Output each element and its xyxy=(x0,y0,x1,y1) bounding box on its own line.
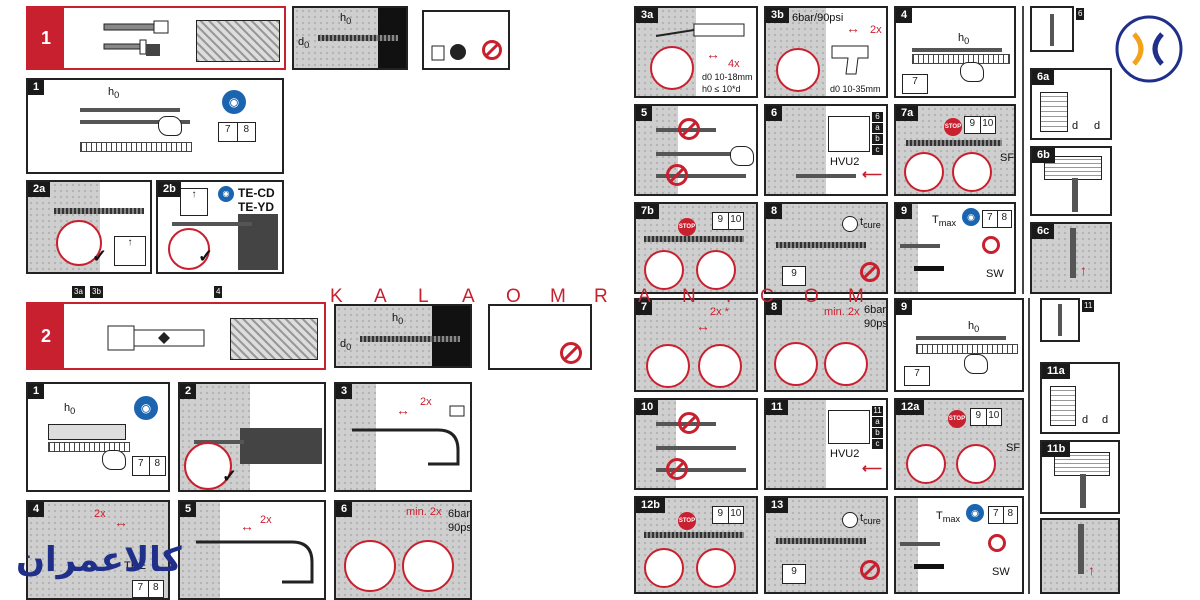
step-3a-box: 3a ↔ 4x d0 10-18mm h0 ≤ 10*d xyxy=(634,6,758,98)
stop-sign-icon: STOP xyxy=(944,118,962,136)
s2-step-6-box: 6 min. 2x 6bar/ 90psi xyxy=(334,500,472,600)
watermark: K A L A O M R A N . C O M xyxy=(330,286,864,307)
step-3b-box: 3b 6bar/90psi ↔ 2x d0 10-35mm xyxy=(764,6,888,98)
step-11a-box: 11a d d xyxy=(1040,362,1120,434)
masonry-icon xyxy=(196,20,280,62)
section-1-header: 1 xyxy=(26,6,286,70)
brand-watermark: کالاعمران xyxy=(16,540,182,580)
section-2-header: 2 xyxy=(26,302,326,370)
step-6c-box: 6c ↑ xyxy=(1030,222,1112,294)
warning-diagram-2 xyxy=(488,304,592,370)
step-6b-box: 6b xyxy=(1030,146,1112,216)
section-number: 2 xyxy=(28,304,64,368)
diamond-core-bit-icon xyxy=(107,325,205,351)
step-5-box: 5 xyxy=(634,104,758,196)
step-6a-box: 6a d d xyxy=(1030,68,1112,140)
section-number: 1 xyxy=(28,8,64,68)
q-step-8-box: 8 min. 2x 6bar/ 90psi xyxy=(764,298,888,392)
masonry-icon xyxy=(230,318,318,360)
step-side-11-box xyxy=(1040,298,1080,342)
step-2b-box: 2b ↑ ◉ TE-CD TE-YD ✓ xyxy=(156,180,284,274)
torque-wrench-icon xyxy=(982,236,1000,254)
manual-book-icon: ◉ xyxy=(222,90,246,114)
q-step-13-box: 13 tcure 9 xyxy=(764,496,888,594)
faucet-icon xyxy=(352,405,465,466)
q-step-7-box: 7 2x * ↔ xyxy=(634,298,758,392)
info-icon: ◉ xyxy=(218,186,234,202)
q-step-9-box: 9 h0 7 xyxy=(894,298,1024,392)
step-side-6-box xyxy=(1030,6,1074,52)
step-2a-box: 2a ✓ ↑ xyxy=(26,180,152,274)
anchor-diagram-1: h0 d0 xyxy=(292,6,408,70)
s2-step-3-box: 3 ↔ 2x xyxy=(334,382,472,492)
anchor-diagram-2: h0 d0 xyxy=(334,304,472,368)
warning-diagram-1 xyxy=(422,10,510,70)
step-8-box: 8 tcure 9 xyxy=(764,202,888,294)
timer-icon xyxy=(842,216,858,232)
blow-pump-icon xyxy=(655,23,745,37)
drill-icon xyxy=(103,20,169,56)
s2-step-5-box: 5 ↔ 2x xyxy=(178,500,326,600)
trash-icon xyxy=(431,44,466,61)
step-11b-box: 11b xyxy=(1040,440,1120,514)
step-11c-box: ↑ xyxy=(1040,518,1120,594)
step-4-box: 4 h0 7 xyxy=(894,6,1016,98)
s2-step-2-box: 2 ✓ xyxy=(178,382,326,492)
q-step-10-box: 10 xyxy=(634,398,758,490)
company-logo-icon xyxy=(1115,15,1183,83)
prohibited-icon xyxy=(482,40,502,60)
air-gun-icon xyxy=(831,45,869,75)
